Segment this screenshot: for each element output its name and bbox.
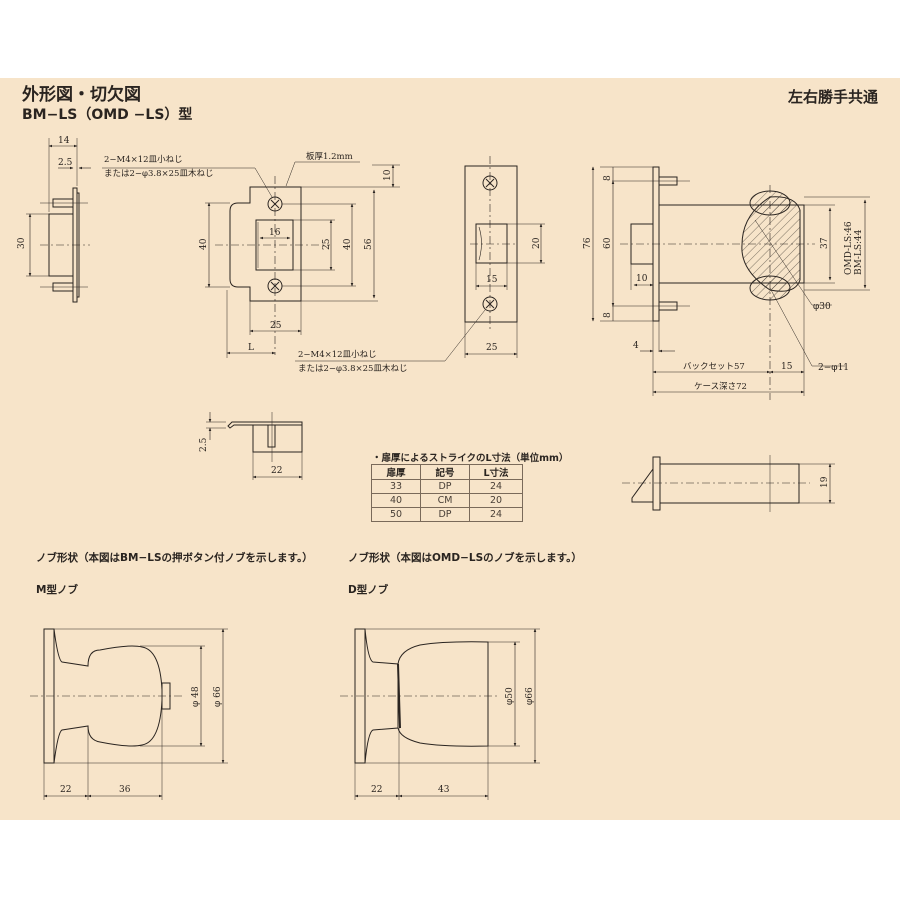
table-row: 40 CM 20	[371, 493, 523, 508]
table-row: 33 DP 24	[371, 479, 523, 494]
dim-14: 14	[58, 136, 70, 146]
table-header-row: 扉厚 記号 L寸法	[371, 464, 523, 480]
dim-60: 60	[603, 237, 613, 249]
dim-22-d: 22	[371, 785, 382, 795]
screw-note-bottom-2: または2−φ3.8×25皿木ねじ	[298, 363, 407, 374]
dim-30: 30	[17, 237, 27, 249]
cell: 20	[469, 493, 523, 508]
dim-25-latch: 25	[486, 343, 498, 353]
dim-40-left: 40	[199, 238, 209, 250]
strike-bottom-view	[206, 412, 303, 480]
handing-note: 左右勝手共通	[787, 88, 878, 106]
plate-thickness-note: 板厚1.2mm	[306, 151, 353, 162]
cell: DP	[420, 479, 470, 494]
cell: 33	[371, 479, 421, 494]
table-row: 50 DP 24	[371, 507, 523, 522]
cell: 50	[371, 507, 421, 522]
dim-37: 37	[820, 237, 830, 249]
dim-2-5: 2.5	[58, 158, 73, 168]
strike-table-title: ・扉厚によるストライクのL寸法（単位mm）	[372, 453, 569, 464]
dim-20: 20	[532, 237, 542, 249]
dim-10-bolt: 10	[636, 274, 648, 284]
thickness-label-omd: OMD-LS:46	[844, 221, 854, 275]
dim-19: 19	[820, 476, 830, 488]
knob-m-section-caption: ノブ形状（本図はBM−LSの押ボタン付ノブを示します。）	[36, 552, 313, 564]
dim-43: 43	[438, 785, 450, 795]
knob-d-label: D型ノブ	[348, 584, 389, 596]
strike-table: 扉厚 記号 L寸法 33 DP 24 40 CM 20 50 DP 24	[371, 464, 523, 522]
model-subtitle: BM−LS（OMD −LS）型	[22, 107, 193, 123]
dim-22-strike: 22	[271, 466, 282, 476]
screw-note-top-1: 2−M4×12皿小ねじ	[104, 154, 183, 165]
dim-15: 15	[486, 275, 498, 285]
knob-m-label: M型ノブ	[36, 584, 78, 596]
dim-phi50: φ50	[505, 687, 515, 705]
dim-56: 56	[364, 238, 374, 250]
cell: DP	[420, 507, 470, 522]
dim-case-depth: ケース深さ72	[694, 382, 747, 392]
dim-phi48: φ 48	[191, 686, 201, 707]
col-code: 記号	[420, 464, 470, 480]
dim-8-top: 8	[603, 175, 613, 181]
dim-40-inner: 40	[343, 238, 353, 250]
dim-25-opening: 25	[322, 238, 332, 250]
knob-d-drawing	[340, 628, 540, 800]
cell: 40	[371, 493, 421, 508]
dim-76: 76	[583, 237, 593, 249]
strike-front-view	[102, 161, 400, 358]
latch-front-view	[295, 156, 545, 362]
col-l-dimension: L寸法	[469, 464, 523, 480]
dim-L: L	[248, 343, 254, 353]
latch-side-view	[622, 455, 835, 512]
dim-16: 16	[269, 228, 281, 238]
cell: 24	[469, 507, 523, 522]
dim-phi66-d: φ66	[525, 687, 535, 705]
dim-25-width: 25	[270, 321, 282, 331]
dim-backset: バックセット57	[683, 362, 745, 372]
strike-side-view	[26, 138, 91, 303]
screw-note-bottom-1: 2−M4×12皿小ねじ	[298, 349, 377, 360]
cell: CM	[420, 493, 470, 508]
screw-note-top-2: または2−φ3.8×25皿木ねじ	[104, 168, 213, 179]
cell: 24	[469, 479, 523, 494]
dim-2-5-lip: 2.5	[199, 437, 209, 452]
thickness-label-bm: BM-LS:44	[854, 229, 864, 275]
dim-36: 36	[119, 785, 131, 795]
dim-4: 4	[633, 341, 639, 351]
page-title: 外形図・切欠図	[22, 85, 141, 105]
dim-phi30: φ30	[813, 302, 831, 312]
dim-8-bottom: 8	[603, 312, 613, 318]
col-door-thickness: 扉厚	[371, 464, 421, 480]
knob-d-section-caption: ノブ形状（本図はOMD−LSのノブを示します。）	[348, 552, 582, 564]
dim-phi66-m: φ 66	[213, 686, 223, 707]
dim-10: 10	[383, 169, 393, 181]
dim-2-phi11: 2−φ11	[818, 363, 849, 373]
case-section-view	[591, 166, 870, 400]
dim-22-m: 22	[60, 785, 71, 795]
knob-m-drawing	[30, 628, 228, 800]
dim-15-rest: 15	[781, 362, 793, 372]
